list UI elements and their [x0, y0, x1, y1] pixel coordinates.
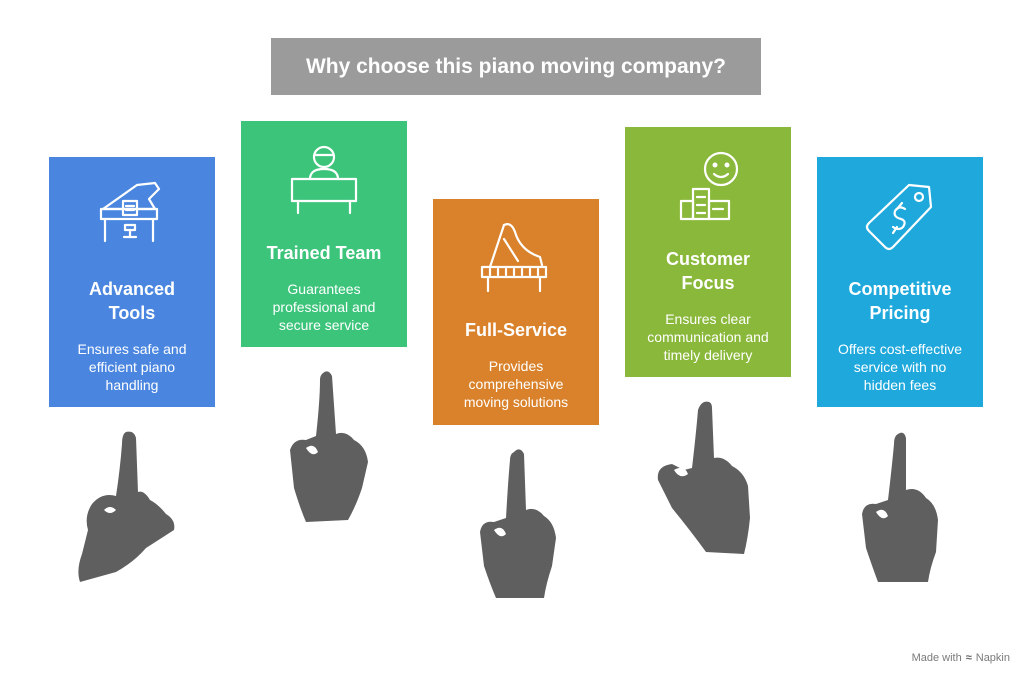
- card-description-line: comprehensive: [468, 376, 564, 392]
- card-description-line: Ensures clear: [665, 311, 751, 327]
- card-heading-line: Competitive: [848, 279, 952, 299]
- card-full-service: Full-Service Provides comprehensive moving…: [433, 199, 599, 425]
- card-description-line: hidden fees: [863, 377, 937, 393]
- card-heading-line: Full-Service: [464, 320, 568, 340]
- page-title: Why choose this piano moving company?: [271, 38, 761, 95]
- footer-made-with: Made with: [911, 652, 962, 664]
- card-description-line: Ensures safe and: [77, 341, 187, 357]
- card-heading-line: Trained Team: [266, 243, 382, 263]
- pointing-hand-icon: [78, 431, 175, 582]
- card-description-line: Offers cost-effective: [838, 341, 962, 357]
- card-trained-team: Trained Team Guarantees professional and s…: [241, 121, 407, 347]
- card-description-line: service with no: [853, 359, 947, 375]
- smiley-building-icon: [625, 149, 791, 223]
- price-tag-icon: [817, 179, 983, 253]
- pointing-hand-icon: [657, 401, 750, 554]
- card-description-line: efficient piano: [88, 359, 176, 375]
- card-description-line: Guarantees: [287, 281, 361, 297]
- card-heading-line: Focus: [681, 273, 735, 293]
- pointing-hand-icon: [862, 432, 938, 582]
- piano-icon: [433, 221, 599, 293]
- card-heading-line: Pricing: [869, 303, 931, 323]
- card-description-line: Provides: [488, 358, 544, 374]
- card-heading-line: Tools: [108, 303, 156, 323]
- pointing-hand-icon: [290, 371, 368, 522]
- person-at-desk-icon: [241, 143, 407, 217]
- footer-brand: Napkin: [975, 652, 1010, 664]
- card-heading-line: Advanced: [88, 279, 176, 299]
- card-description-line: communication and: [647, 329, 769, 345]
- grand-piano-icon: [49, 179, 215, 245]
- footer-credit: Made with ≈ Napkin: [912, 652, 1010, 664]
- card-description-line: timely delivery: [663, 347, 753, 363]
- card-description-line: professional and: [272, 299, 376, 315]
- napkin-logo-icon: ≈: [965, 652, 972, 664]
- card-description-line: secure service: [278, 317, 370, 333]
- card-description-line: handling: [105, 377, 159, 393]
- pointing-hand-icon: [480, 449, 556, 598]
- card-description-line: moving solutions: [463, 394, 569, 410]
- card-heading-line: Customer: [665, 249, 750, 269]
